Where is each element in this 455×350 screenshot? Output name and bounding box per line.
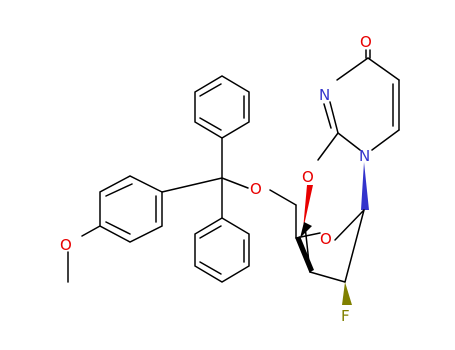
trityl-core (161, 137, 249, 219)
phenyl-ring-top (194, 75, 250, 139)
sugar-o-label: O (320, 230, 332, 248)
trityl-o-label: O (250, 180, 262, 198)
bridge-o-label: O (302, 168, 314, 186)
ring-n1-label: N (359, 147, 370, 165)
phenyl-ring-bottom (194, 217, 250, 283)
uracil-ring (317, 49, 400, 161)
carbonyl-o-label: O (360, 33, 372, 51)
methoxyphenyl-ring (67, 175, 163, 283)
bridge-o-wedge-bond-lower (300, 222, 312, 238)
n1-c1-wedge-bond (361, 162, 369, 210)
sugar-bold-bond (296, 236, 314, 272)
fluorine-wedge-bond (342, 282, 352, 305)
ring-n3-label: N (319, 86, 330, 104)
bridge-o-wedge-bond (303, 185, 313, 230)
methoxy-o-label: O (60, 236, 72, 254)
sugar-ring (269, 189, 365, 283)
fluorine-label: F (341, 307, 350, 325)
